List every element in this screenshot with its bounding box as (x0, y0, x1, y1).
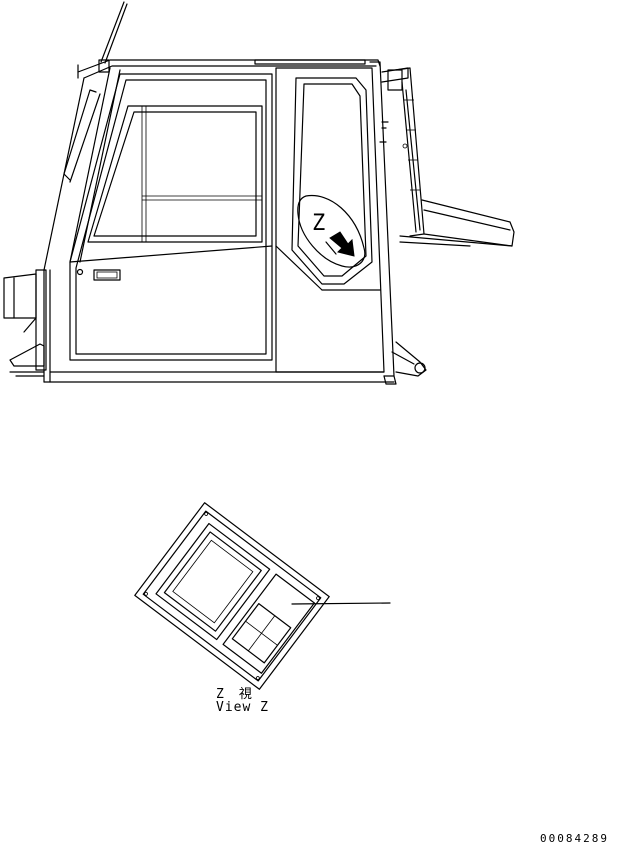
antenna (98, 1, 128, 73)
view-label-jp: Z 視 (216, 687, 253, 702)
left-bracket (3, 269, 47, 377)
z-view-callout: Z (297, 194, 366, 268)
view-label-en: View Z (216, 700, 269, 715)
drawing-number: 00084289 (540, 832, 609, 845)
leader-line (291, 602, 391, 605)
rear-rack (379, 67, 515, 377)
view-z-detail (134, 502, 391, 690)
cab-side-view: Z (3, 1, 515, 385)
callout-letter: Z (312, 211, 325, 236)
cab-door (69, 73, 273, 361)
cab-roof (77, 59, 381, 79)
cab-base (43, 269, 395, 383)
front-pillar (43, 67, 121, 271)
cab-rear-panel (275, 61, 397, 385)
view-arrow-icon (325, 231, 355, 257)
